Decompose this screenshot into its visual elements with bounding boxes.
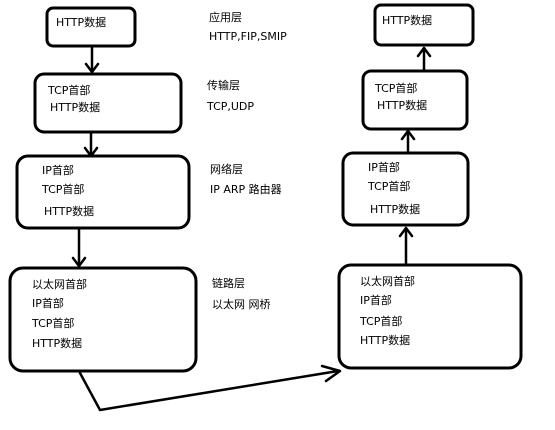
label-application-protocols: HTTP,FIP,SMIP [209, 30, 287, 43]
left-network-box [15, 154, 191, 230]
right-transport-box [361, 69, 469, 131]
label-transport-layer: 传输层 [207, 78, 240, 92]
left-arrow-transport-to-network [83, 131, 99, 158]
left-network-line-3: HTTP数据 [44, 204, 94, 218]
right-network-line-1: IP首部 [368, 160, 400, 174]
right-link-line-1: 以太网首部 [360, 274, 415, 288]
right-arrow-link-to-network [398, 226, 414, 266]
right-network-line-2: TCP首部 [367, 179, 410, 193]
right-arrow-transport-to-app [416, 46, 432, 72]
right-app-line-1: HTTP数据 [382, 13, 432, 27]
label-link-layer: 链路层 [212, 276, 245, 290]
right-link-box [337, 263, 523, 370]
right-transport-line-1: TCP首部 [374, 81, 417, 95]
label-link-protocols: 以太网 网桥 [212, 298, 271, 311]
left-network-line-1: IP首部 [42, 163, 74, 177]
left-arrow-network-to-link [71, 227, 87, 268]
left-network-line-2: TCP首部 [41, 182, 84, 196]
left-link-line-1: 以太网首部 [32, 277, 87, 291]
left-transport-box [33, 72, 183, 134]
left-app-line-1: HTTP数据 [56, 15, 106, 29]
right-arrow-network-to-transport [400, 129, 416, 154]
right-link-line-4: HTTP数据 [360, 333, 410, 347]
label-transport-protocols: TCP,UDP [206, 100, 254, 113]
label-application-layer: 应用层 [209, 10, 242, 24]
left-arrow-app-to-transport [84, 45, 100, 74]
label-network-protocols: IP ARP 路由器 [210, 182, 282, 196]
right-link-line-3: TCP首部 [359, 314, 402, 328]
right-network-line-3: HTTP数据 [370, 202, 420, 216]
label-network-layer: 网络层 [210, 162, 243, 176]
transfer-arrow-left-to-right [78, 364, 342, 412]
right-transport-line-2: HTTP数据 [377, 98, 427, 112]
left-transport-line-1: TCP首部 [47, 83, 90, 97]
left-link-line-4: HTTP数据 [32, 336, 82, 350]
right-app-box [373, 3, 475, 47]
left-transport-line-2: HTTP数据 [50, 100, 100, 114]
left-link-box [8, 266, 198, 373]
left-link-line-3: TCP首部 [31, 316, 74, 330]
left-link-line-2: IP首部 [32, 296, 64, 310]
left-app-box [45, 6, 137, 48]
right-network-box [341, 151, 470, 227]
right-link-line-2: IP首部 [360, 293, 392, 307]
